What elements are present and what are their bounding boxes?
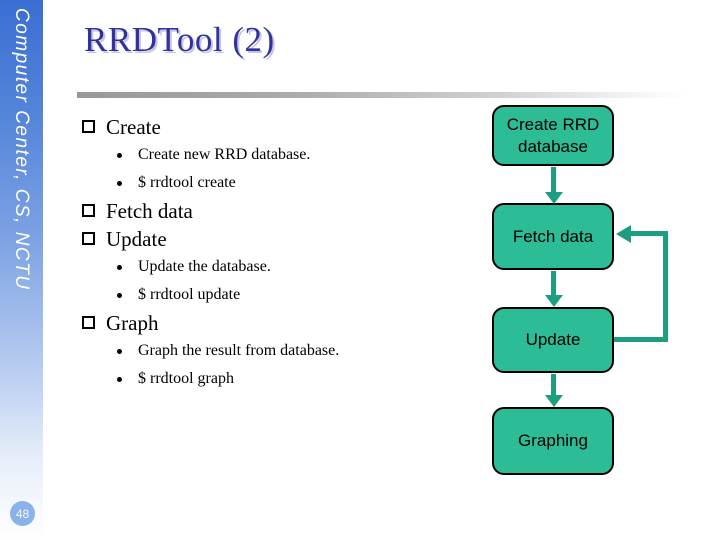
bullet-list: Create Create new RRD database. $ rrdtoo… <box>80 113 480 393</box>
sub-bullet-item: $ rrdtool create <box>80 169 480 197</box>
loop-into-fetch-line <box>631 231 664 236</box>
bullet-item-graph: Graph <box>80 309 480 337</box>
sub-bullet-item: $ rrdtool graph <box>80 365 480 393</box>
title-divider <box>77 92 689 98</box>
arrow-create-to-fetch-line <box>551 167 556 194</box>
square-bullet-icon <box>82 231 95 245</box>
sub-bullet-label: Create new RRD database. <box>138 146 311 163</box>
square-bullet-icon <box>82 203 95 217</box>
flow-node-graphing: Graphing <box>492 407 614 475</box>
arrow-fetch-to-update-head-icon <box>544 295 563 307</box>
flow-node-create-rrd-database: Create RRD database <box>492 105 614 166</box>
sub-bullet-item: $ rrdtool update <box>80 281 480 309</box>
sub-bullet-item: Update the database. <box>80 253 480 281</box>
dot-bullet-icon <box>117 292 122 298</box>
page-number-badge: 48 <box>10 501 35 526</box>
bullet-label: Update <box>106 226 167 251</box>
dot-bullet-icon <box>117 180 122 186</box>
dot-bullet-icon <box>117 152 122 158</box>
sub-bullet-item: Create new RRD database. <box>80 141 480 169</box>
bullet-item-fetch-data: Fetch data <box>80 197 480 225</box>
bullet-item-update: Update <box>80 225 480 253</box>
sub-bullet-label: $ rrdtool update <box>138 286 241 303</box>
loop-update-out-line <box>614 337 668 342</box>
sub-bullet-label: Graph the result from database. <box>138 342 340 359</box>
bullet-label: Create <box>106 114 161 139</box>
bullet-label: Graph <box>106 310 159 335</box>
sidebar: Computer Center, CS, NCTU <box>0 0 43 540</box>
slide-title: RRDTool (2) <box>84 20 275 59</box>
sub-bullet-label: Update the database. <box>138 258 271 275</box>
flow-node-update: Update <box>492 307 614 373</box>
sub-bullet-label: $ rrdtool create <box>138 174 236 191</box>
arrow-create-to-fetch-head-icon <box>544 192 563 204</box>
sub-bullet-label: $ rrdtool graph <box>138 370 234 387</box>
sidebar-label: Computer Center, CS, NCTU <box>11 8 32 291</box>
square-bullet-icon <box>82 119 95 133</box>
bullet-item-create: Create <box>80 113 480 141</box>
dot-bullet-icon <box>117 376 122 382</box>
loop-vertical-line <box>663 231 668 342</box>
arrow-update-to-graphing-line <box>551 374 556 397</box>
arrow-fetch-to-update-line <box>551 271 556 297</box>
square-bullet-icon <box>82 315 95 329</box>
dot-bullet-icon <box>117 348 122 354</box>
flow-node-fetch-data: Fetch data <box>492 203 614 270</box>
dot-bullet-icon <box>117 264 122 270</box>
arrow-update-to-graphing-head-icon <box>544 395 563 407</box>
bullet-label: Fetch data <box>106 198 193 223</box>
sub-bullet-item: Graph the result from database. <box>80 337 480 365</box>
loop-arrow-head-icon <box>616 225 631 243</box>
